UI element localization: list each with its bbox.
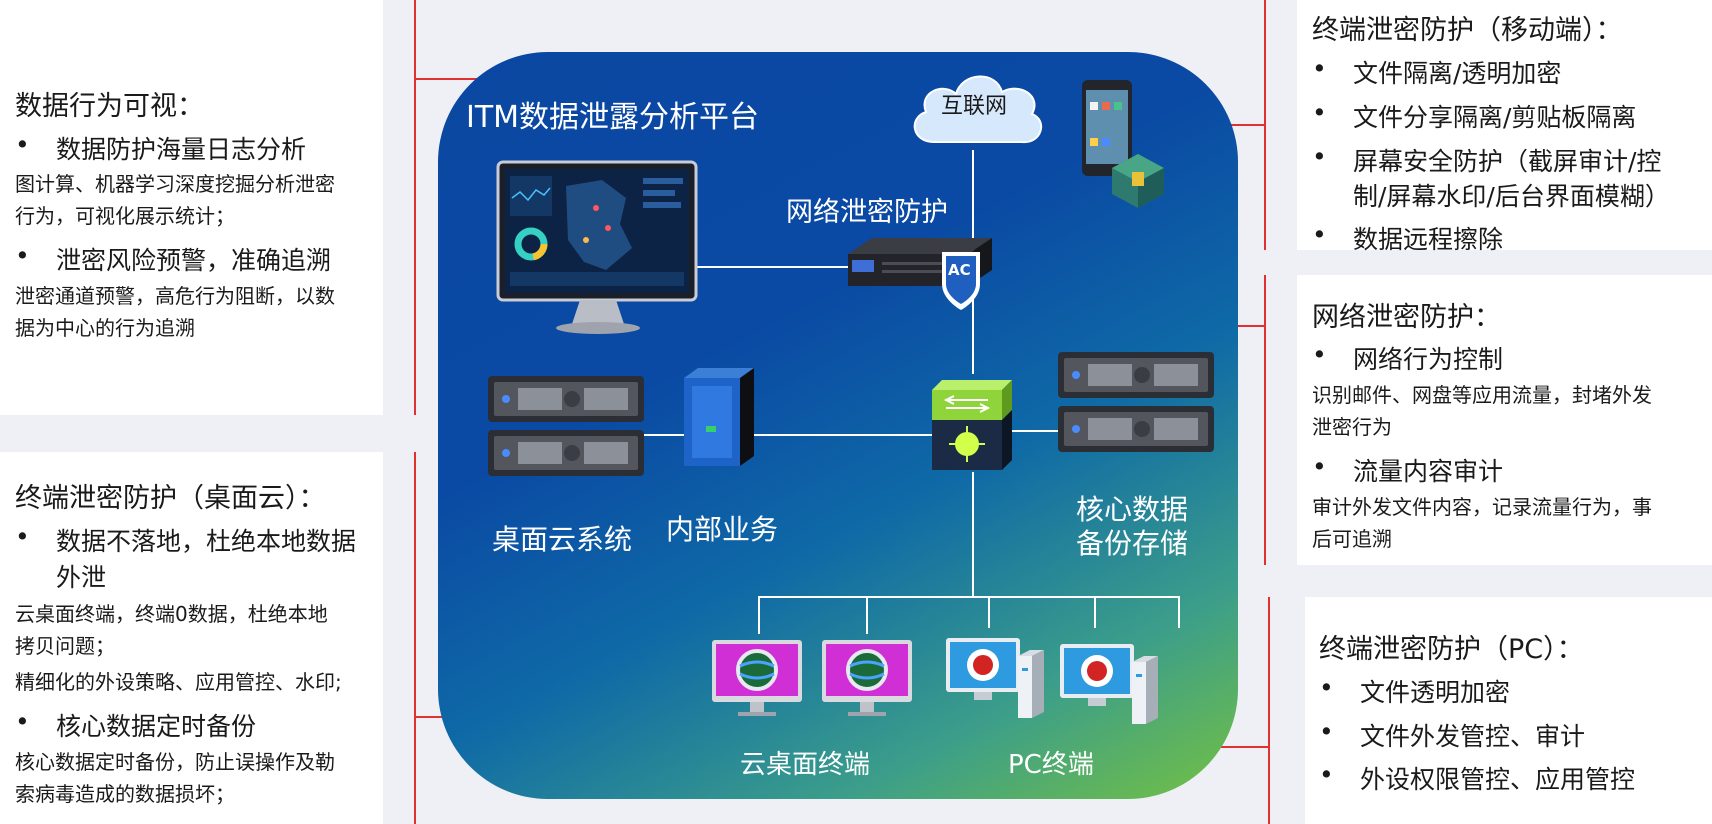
line-desktop-to-server [644, 434, 694, 436]
mobile-title: 终端泄密防护（移动端）： [1312, 15, 1623, 46]
bullet-dot: • [1312, 142, 1327, 171]
visibility-desc-1a: 图计算、机器学习深度挖掘分析泄密 [15, 172, 335, 196]
cloud-terminal-label: 云桌面终端 [740, 750, 871, 780]
cloud-terminal-icon [712, 640, 802, 716]
bullet-dot: • [1319, 673, 1334, 702]
internet-label: 互联网 [941, 94, 1008, 119]
bullet-dot: • [15, 241, 30, 270]
bullet-dot: • [15, 707, 30, 736]
network-desc-1b: 泄密行为 [1312, 415, 1392, 439]
architecture-board: ITM数据泄露分析平台 互联网 网络泄密防护 [438, 52, 1238, 799]
pc-panel: 终端泄密防护（PC）： • 文件透明加密 • 文件外发管控、审计 • 外设权限管… [1305, 597, 1712, 824]
line-switch-to-storage [1010, 430, 1058, 432]
bullet-dot: • [1312, 220, 1327, 249]
visibility-panel: 数据行为可视： • 数据防护海量日志分析 图计算、机器学习深度挖掘分析泄密 行为… [0, 0, 383, 415]
connector-left-bottom-vertical [414, 452, 416, 824]
core-backup-label-2: 备份存储 [1076, 527, 1189, 560]
desktop-cloud-desc-1b: 拷贝问题； [15, 634, 115, 658]
desktop-cloud-panel: 终端泄密防护（桌面云）： • 数据不落地，杜绝本地数据 外泄 云桌面终端，终端0… [0, 452, 383, 824]
connector-pc-vertical [1268, 597, 1270, 824]
visibility-desc-2a: 泄密通道预警，高危行为阻断，以数 [15, 284, 335, 308]
bullet-dot: • [1312, 452, 1327, 481]
monitor-icon [496, 160, 698, 334]
bullet-dot: • [15, 130, 30, 159]
desktop-cloud-title: 终端泄密防护（桌面云）： [15, 483, 326, 514]
line-server-to-switch [754, 434, 934, 436]
visibility-title: 数据行为可视： [15, 91, 204, 122]
core-switch-icon [932, 380, 1012, 470]
core-backup-label-1: 核心数据 [1076, 493, 1189, 526]
server-rack-icon [488, 376, 644, 476]
bullet-dot: • [1312, 54, 1327, 83]
gateway-appliance-icon [848, 238, 992, 310]
pc-title: 终端泄密防护（PC）： [1319, 634, 1584, 665]
visibility-desc-2b: 据为中心的行为追溯 [15, 316, 195, 340]
internal-business-label: 内部业务 [666, 513, 779, 546]
line-drop-5 [1178, 596, 1180, 628]
line-drop-4 [1094, 596, 1096, 628]
desktop-cloud-desc-2a: 核心数据定时备份，防止误操作及勒 [15, 750, 335, 774]
cloud-icon [913, 75, 1043, 144]
line-platform-to-gateway [696, 266, 896, 268]
bullet-dot: • [15, 522, 30, 551]
desktop-cloud-desc-2b: 索病毒造成的数据损坏； [15, 782, 235, 806]
pc-terminal-icon [946, 638, 1044, 718]
line-internet-to-gateway [972, 150, 974, 255]
visibility-desc-1b: 行为，可视化展示统计； [15, 204, 235, 228]
network-title: 网络泄密防护： [1312, 302, 1501, 333]
line-drop-1 [758, 596, 760, 634]
bullet-dot: • [1319, 717, 1334, 746]
line-gateway-to-switch [972, 298, 974, 374]
desktop-cloud-desc-1c: 精细化的外设策略、应用管控、水印; [15, 670, 342, 694]
bullet-dot: • [1312, 98, 1327, 127]
storage-rack-icon [1058, 352, 1214, 452]
desktop-cloud-system-label: 桌面云系统 [492, 523, 633, 556]
connector-network-vertical [1264, 275, 1266, 565]
pc-terminal-icon [1060, 644, 1158, 724]
network-desc-2a: 审计外发文件内容，记录流量行为，事 [1312, 495, 1652, 519]
smartphone-icon [1082, 80, 1164, 208]
ac-badge: AC [948, 261, 971, 279]
pc-terminal-label: PC终端 [1008, 750, 1094, 780]
network-protection-label: 网络泄密防护 [786, 197, 948, 228]
network-panel: 网络泄密防护： • 网络行为控制 识别邮件、网盘等应用流量，封堵外发 泄密行为 … [1297, 275, 1712, 565]
network-desc-2b: 后可追溯 [1312, 527, 1392, 551]
connector-left-top-vertical [414, 0, 416, 415]
cloud-terminal-icon [822, 640, 912, 716]
line-drop-2 [866, 596, 868, 634]
desktop-cloud-desc-1a: 云桌面终端，终端0数据，杜绝本地 [15, 602, 328, 626]
line-switch-down [972, 472, 974, 598]
bullet-dot: • [1312, 340, 1327, 369]
tower-server-icon [684, 368, 754, 466]
mobile-panel: 终端泄密防护（移动端）： • 文件隔离/透明加密 • 文件分享隔离/剪贴板隔离 … [1297, 0, 1712, 254]
line-drop-3 [988, 596, 990, 628]
bullet-dot: • [1319, 760, 1334, 789]
network-desc-1a: 识别邮件、网盘等应用流量，封堵外发 [1312, 383, 1652, 407]
line-terminal-bus [758, 596, 1180, 598]
platform-title: ITM数据泄露分析平台 [466, 100, 760, 135]
